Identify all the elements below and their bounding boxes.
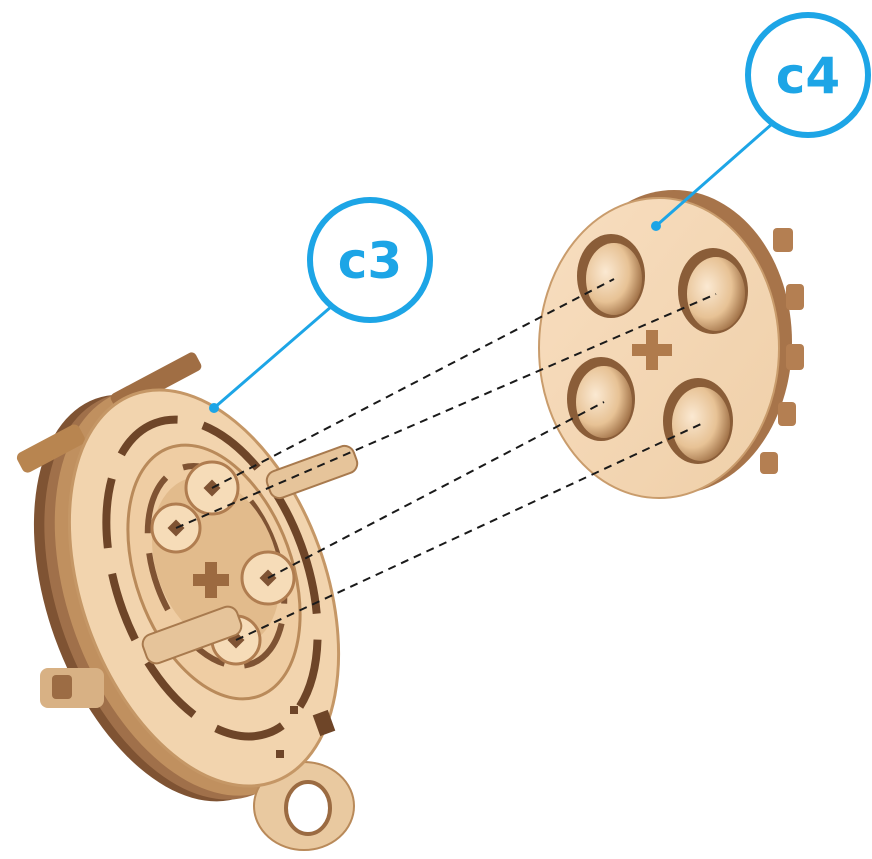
callout-c3: c3 bbox=[209, 200, 430, 413]
callout-c4-dot bbox=[651, 221, 661, 231]
callout-c4-label: c4 bbox=[776, 47, 840, 105]
part-c4 bbox=[539, 190, 804, 498]
callout-c3-dot bbox=[209, 403, 219, 413]
part-c3 bbox=[0, 350, 389, 850]
callout-c3-leader bbox=[214, 306, 332, 408]
callout-c3-label: c3 bbox=[338, 232, 402, 290]
